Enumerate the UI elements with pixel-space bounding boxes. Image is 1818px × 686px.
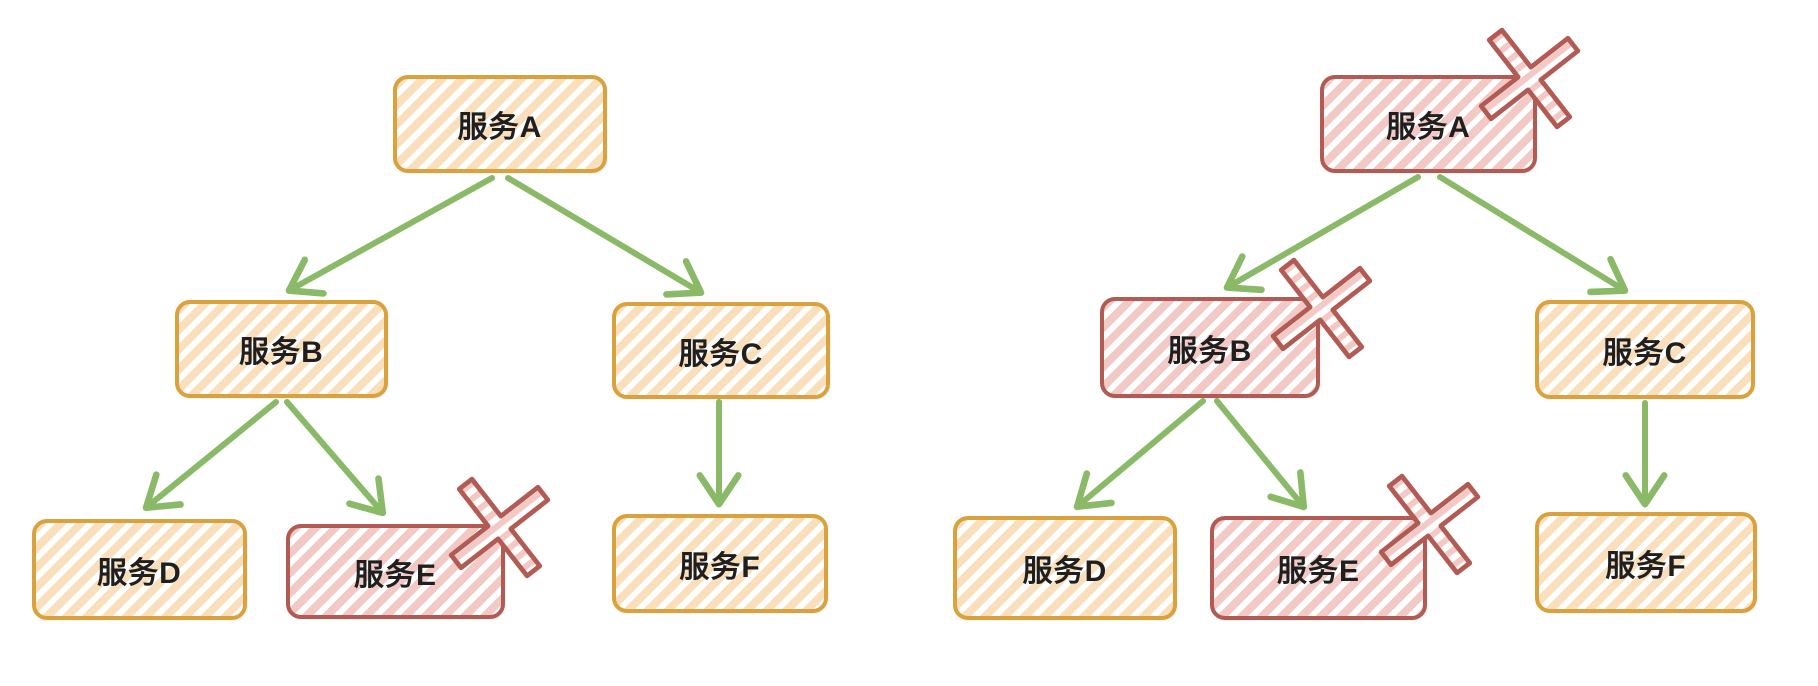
edge-right-A-B xyxy=(1223,174,1421,294)
edge-left-A-B xyxy=(285,175,495,297)
edge-right-B-D xyxy=(1073,398,1206,511)
edge-left-B-E xyxy=(284,399,387,517)
edge-left-B-D xyxy=(142,399,279,512)
edge-left-A-C xyxy=(505,175,705,298)
edge-right-B-E xyxy=(1214,398,1308,511)
edge-right-A-C xyxy=(1437,174,1629,296)
